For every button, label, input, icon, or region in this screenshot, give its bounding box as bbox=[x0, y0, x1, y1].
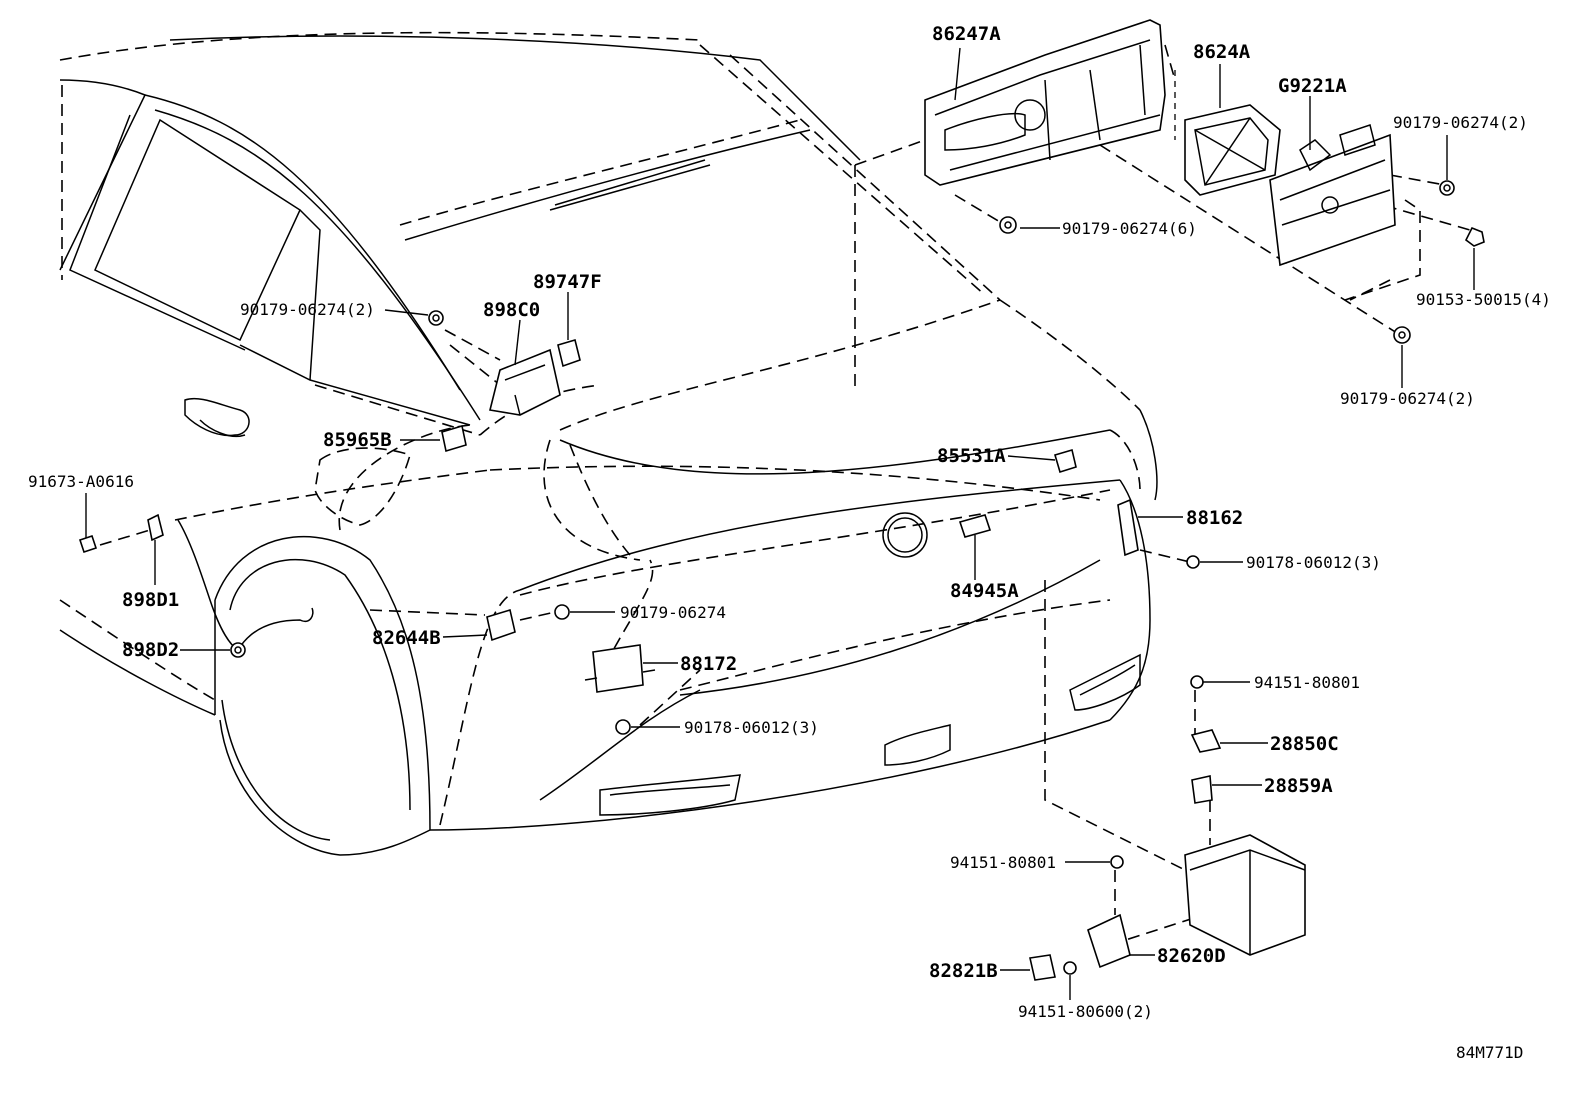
label-90178-06012-3-lower: 90178-06012(3) bbox=[684, 718, 819, 737]
label-90179-06274-2-left: 90179-06274(2) bbox=[240, 300, 375, 319]
part-shapes bbox=[78, 19, 1485, 981]
label-28850C: 28850C bbox=[1270, 733, 1339, 755]
label-94151-80600-2: 94151-80600(2) bbox=[1018, 1002, 1153, 1021]
label-84945A: 84945A bbox=[950, 580, 1019, 602]
label-82821B: 82821B bbox=[929, 960, 998, 982]
label-88162: 88162 bbox=[1186, 507, 1243, 529]
part-labels: 86247A 8624A G9221A 90179-06274(2) 90179… bbox=[28, 23, 1551, 1062]
label-82644B: 82644B bbox=[372, 627, 441, 649]
label-89747F: 89747F bbox=[533, 271, 602, 293]
label-94151-80801-left: 94151-80801 bbox=[950, 853, 1056, 872]
label-90179-06274-2-right: 90179-06274(2) bbox=[1340, 389, 1475, 408]
label-91673-A0616: 91673-A0616 bbox=[28, 472, 134, 491]
label-898C0: 898C0 bbox=[483, 299, 540, 321]
label-28859A: 28859A bbox=[1264, 775, 1333, 797]
label-90179-06274-2-top: 90179-06274(2) bbox=[1393, 113, 1528, 132]
label-85531A: 85531A bbox=[937, 445, 1006, 467]
label-90179-06274-6: 90179-06274(6) bbox=[1062, 219, 1197, 238]
label-90179-06274: 90179-06274 bbox=[620, 603, 726, 622]
label-82620D: 82620D bbox=[1157, 945, 1226, 967]
label-898D2: 898D2 bbox=[122, 639, 179, 661]
vehicle-outline bbox=[59, 31, 1158, 856]
label-G9221A: G9221A bbox=[1278, 75, 1347, 97]
label-90153-50015-4: 90153-50015(4) bbox=[1416, 290, 1551, 309]
label-88172: 88172 bbox=[680, 653, 737, 675]
assembly-lines bbox=[99, 44, 1471, 946]
label-86247A: 86247A bbox=[932, 23, 1001, 45]
label-8624A: 8624A bbox=[1193, 41, 1251, 63]
label-85965B: 85965B bbox=[323, 429, 392, 451]
leader-lines bbox=[85, 47, 1475, 1000]
label-90178-06012-3-right: 90178-06012(3) bbox=[1246, 553, 1381, 572]
label-898D1: 898D1 bbox=[122, 589, 179, 611]
image-code: 84M771D bbox=[1456, 1043, 1523, 1062]
label-94151-80801-right: 94151-80801 bbox=[1254, 673, 1360, 692]
